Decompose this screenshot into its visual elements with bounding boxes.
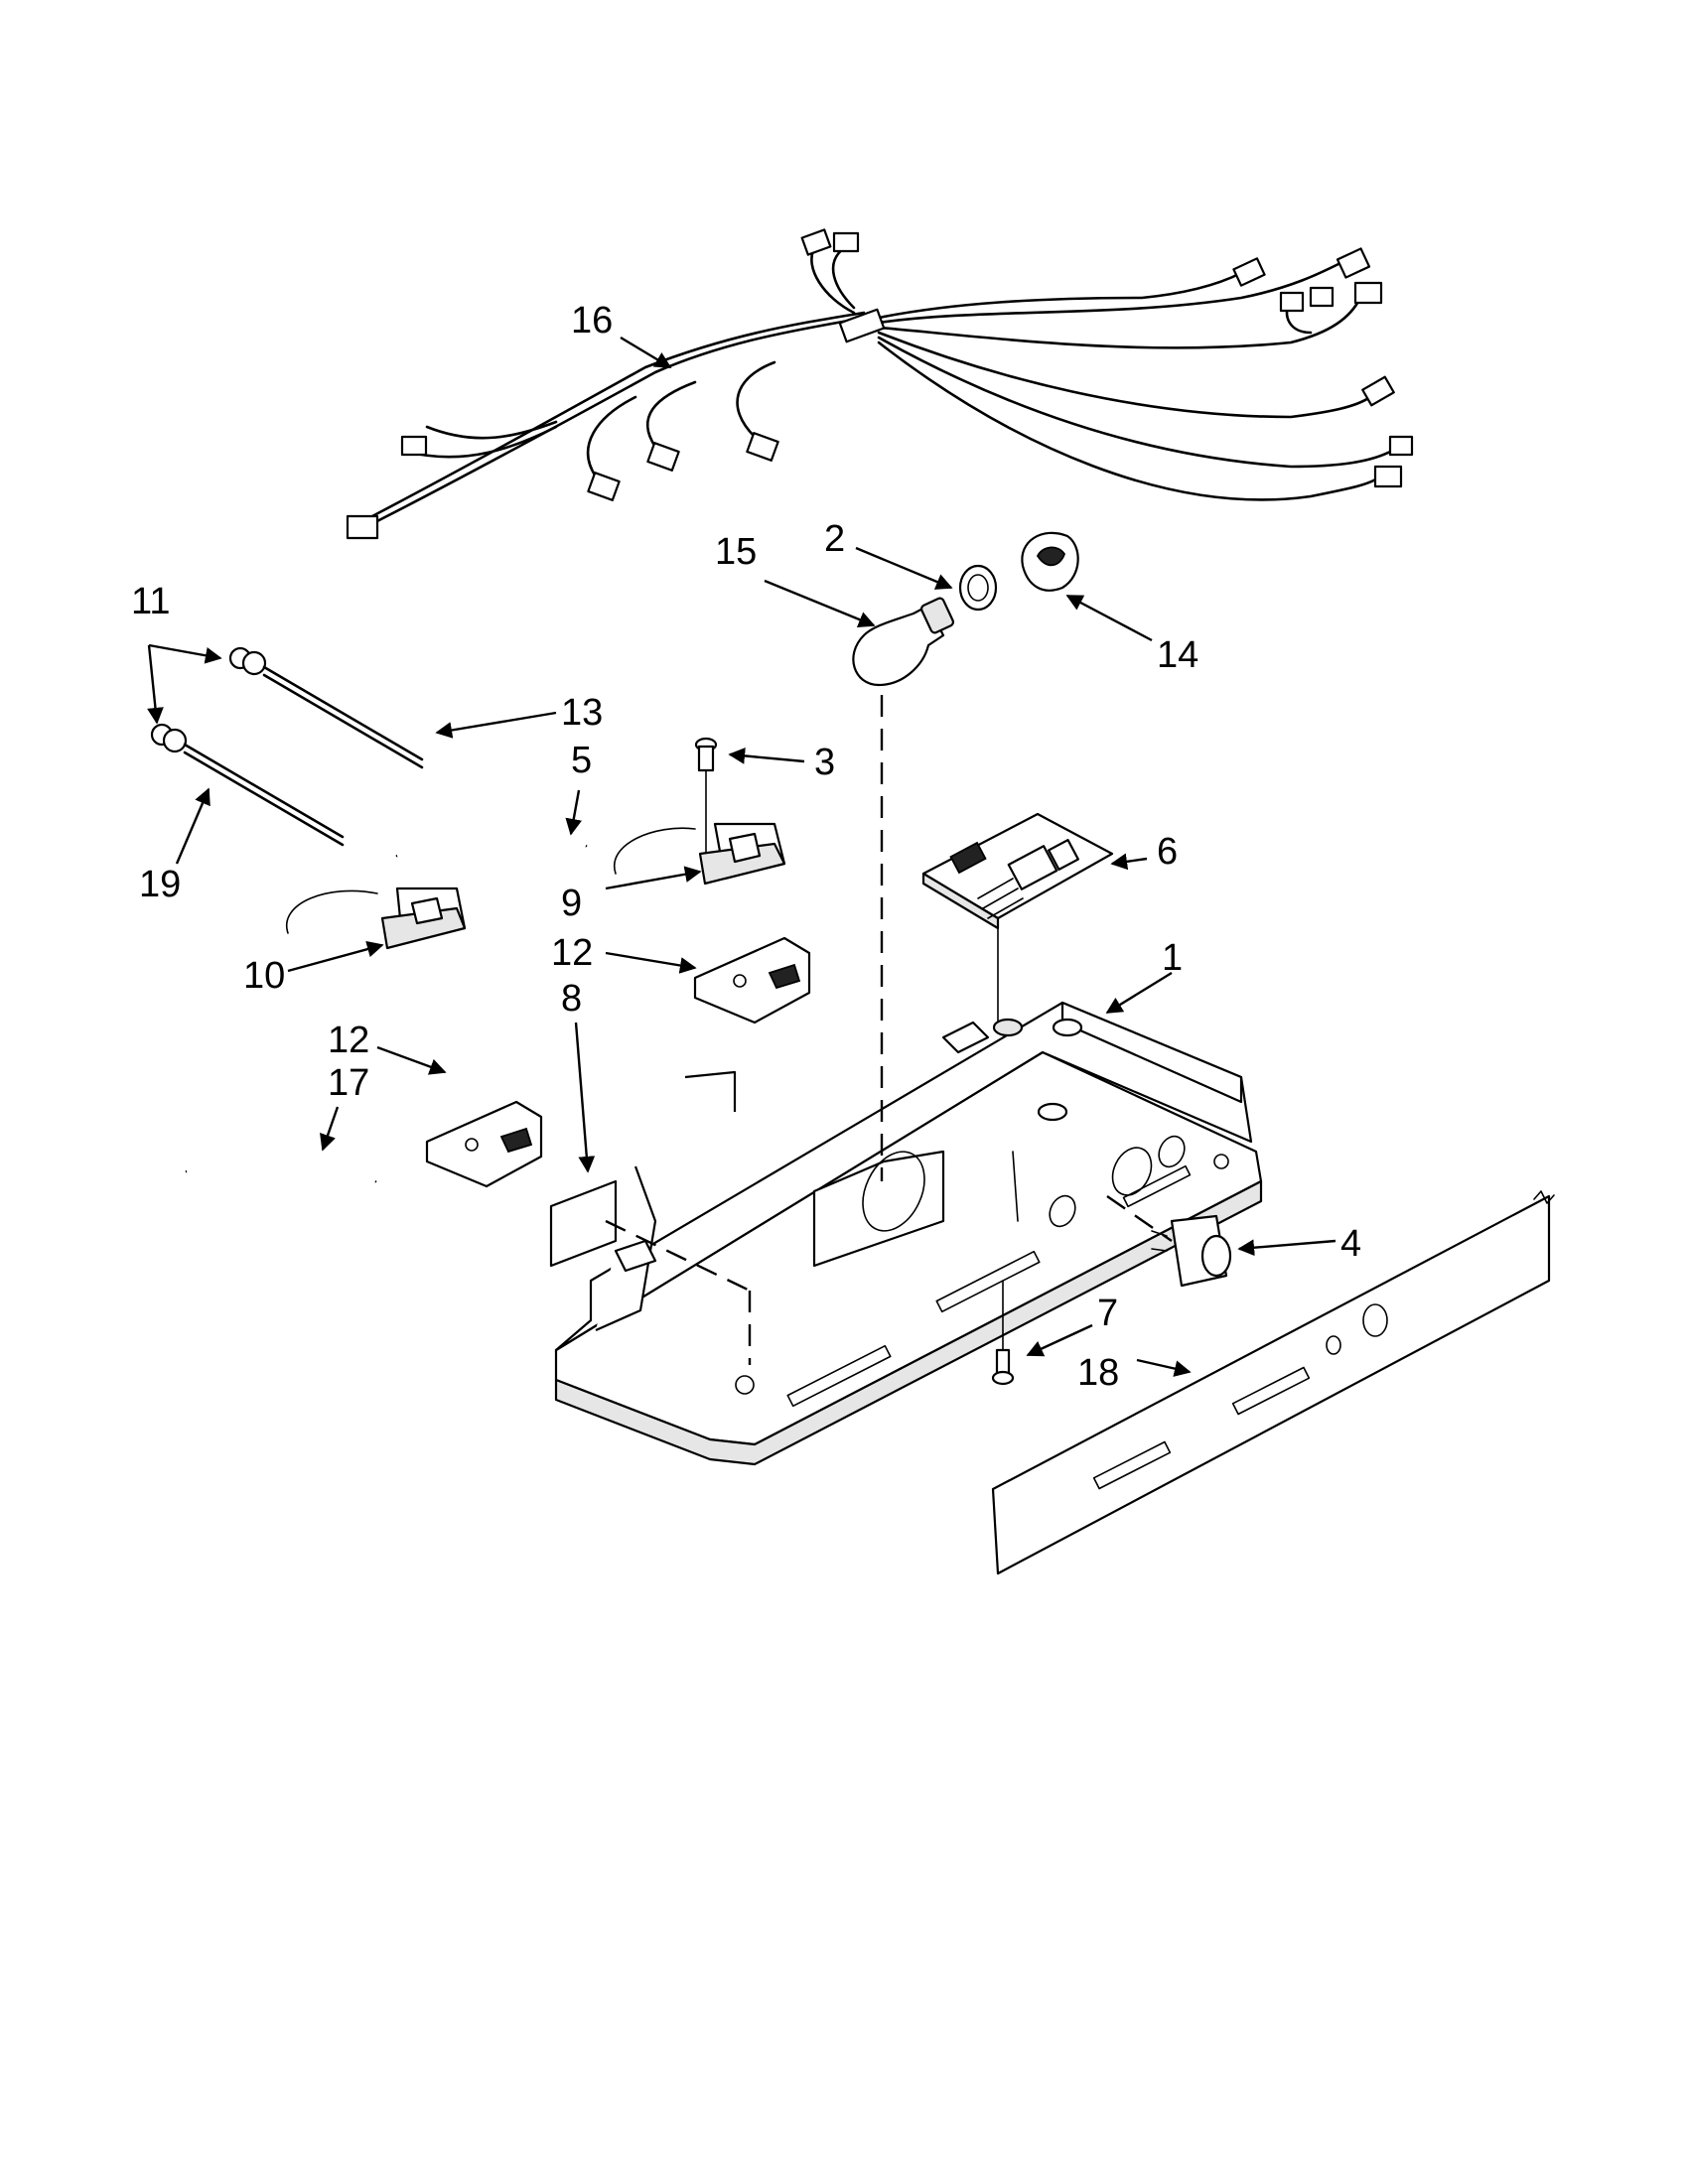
callout-5: 5	[571, 740, 592, 781]
callout-17: 17	[328, 1062, 369, 1104]
callout-2: 2	[824, 518, 845, 560]
bracket-12-left	[425, 1100, 543, 1188]
control-knob	[1151, 1214, 1232, 1288]
callout-4: 4	[1340, 1223, 1361, 1265]
screw-7	[991, 1280, 1015, 1386]
wire-harness	[346, 228, 1414, 540]
callout-12-lower: 12	[328, 1020, 369, 1061]
callout-7: 7	[1097, 1293, 1118, 1334]
bracket-12-right	[693, 936, 811, 1024]
callout-9: 9	[561, 883, 582, 924]
switch-10	[285, 887, 467, 950]
callout-19: 19	[139, 864, 181, 905]
lamp-socket-ring	[958, 564, 998, 612]
callout-6: 6	[1157, 831, 1178, 873]
callout-8: 8	[561, 978, 582, 1020]
callout-12-upper: 12	[551, 932, 593, 974]
leader-lines	[147, 336, 1336, 1377]
rod-assembly	[150, 646, 424, 847]
callout-15: 15	[715, 531, 757, 573]
screw-3	[694, 737, 718, 865]
tube-5-inner	[395, 829, 588, 861]
assembly-dashed-lines	[605, 695, 1173, 1365]
callout-11: 11	[131, 581, 170, 622]
callout-14: 14	[1157, 634, 1198, 676]
control-board	[921, 812, 1114, 1033]
tube-17-inner	[185, 1155, 378, 1185]
callout-16: 16	[571, 300, 613, 341]
control-housing	[554, 1001, 1263, 1466]
switch-9	[613, 822, 786, 886]
callout-10: 10	[243, 955, 285, 997]
callout-3: 3	[814, 742, 835, 783]
lamp-socket	[1021, 531, 1079, 592]
trim-panel	[991, 1190, 1555, 1575]
callout-18: 18	[1077, 1352, 1119, 1394]
label-8	[549, 1179, 618, 1268]
callout-13: 13	[561, 692, 603, 734]
light-bulb	[852, 597, 954, 687]
callout-labels: 16 15 2 14 11 13 3 5 19 6 9 10 12 1 8 12…	[131, 300, 1361, 1394]
callout-1: 1	[1162, 937, 1183, 979]
